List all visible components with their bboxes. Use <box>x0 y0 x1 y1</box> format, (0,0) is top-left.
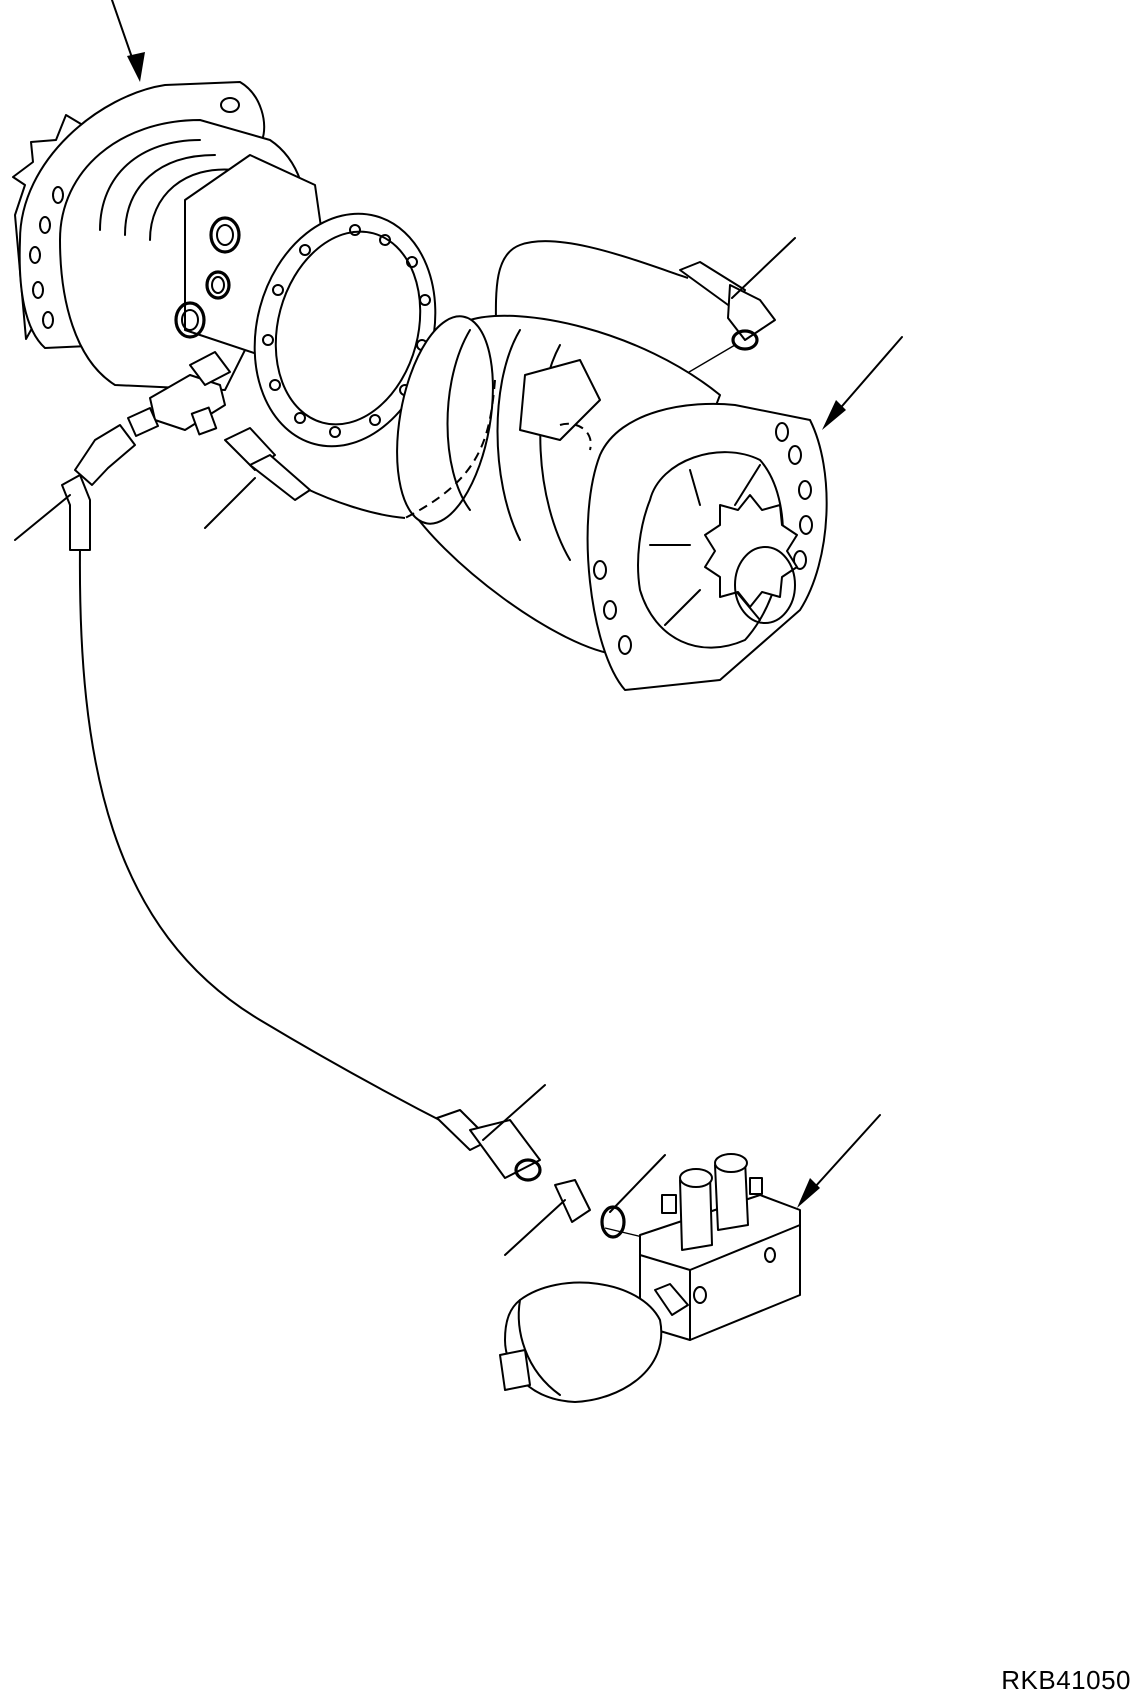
mid-hose-end <box>249 454 311 501</box>
leader-o-ring <box>609 1154 666 1213</box>
leader-left-elbow <box>14 494 71 541</box>
arrow-leader-valve <box>804 1114 881 1199</box>
adapter-fitting <box>554 1179 591 1223</box>
brake-valve-assembly <box>499 1153 801 1403</box>
accumulator <box>504 1281 663 1403</box>
leader-upper-fitting <box>731 237 796 299</box>
arrow-head-right-motor <box>822 400 846 430</box>
leader-lines <box>14 0 903 1256</box>
accumulator-neck <box>654 1283 689 1316</box>
leader-mid-fitting <box>204 477 256 529</box>
arrow-head-valve <box>797 1178 820 1208</box>
short-hose-line <box>304 487 406 519</box>
o-ring <box>600 1205 626 1239</box>
long-hose-line <box>78 547 456 1129</box>
leader-lower-hose <box>482 1084 546 1141</box>
hose-fittings <box>61 261 776 1239</box>
upper-elbow-fitting <box>727 284 776 341</box>
leader-adapter <box>504 1199 566 1256</box>
drawing-reference-code: RKB41050 <box>1001 1665 1131 1695</box>
left-travel-motor <box>12 81 437 448</box>
left-flange-bolt-holes <box>29 97 240 329</box>
left-elbow-fitting <box>74 424 136 486</box>
arrow-head-left-motor <box>127 52 145 82</box>
right-travel-motor <box>396 314 828 691</box>
right-port-boss <box>519 359 601 441</box>
right-flange-bolt-holes <box>593 422 813 655</box>
right-motor-rear <box>396 315 494 525</box>
left-elbow-hose <box>61 474 91 551</box>
lower-hose-nut <box>469 1119 541 1179</box>
accumulator-plug <box>499 1349 531 1391</box>
left-port-holes <box>174 216 241 339</box>
